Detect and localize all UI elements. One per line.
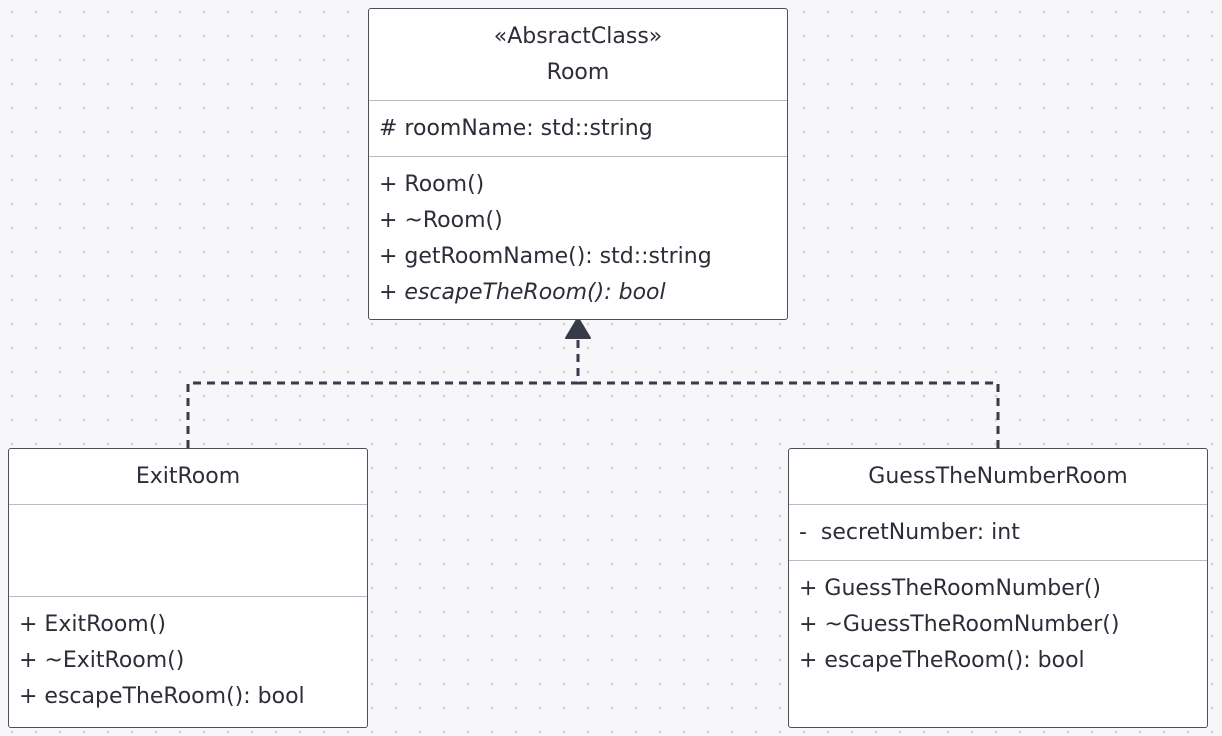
operation: + escapeTheRoom(): bool [799,648,1085,673]
operation: + escapeTheRoom(): bool [19,684,305,709]
attributes-compartment: - secretNumber: int [789,505,1207,561]
operation: + ExitRoom() [19,612,166,637]
operation: + ~GuessTheRoomNumber() [799,612,1120,637]
operation: + GuessTheRoomNumber() [799,576,1101,601]
class-name: GuessTheNumberRoom [868,463,1128,489]
operations-compartment: + ExitRoom() + ~ExitRoom() + escapeTheRo… [9,597,367,727]
operation: + ~Room() [379,208,503,233]
attributes-compartment [9,505,367,597]
operations-compartment: + Room() + ~Room() + getRoomName(): std:… [369,157,787,319]
class-header: ExitRoom [9,449,367,505]
operations-compartment: + GuessTheRoomNumber() + ~GuessTheRoomNu… [789,561,1207,727]
realization-connector-exitroom [186,338,580,448]
attributes-compartment: # roomName: std::string [369,101,787,157]
class-exitroom[interactable]: ExitRoom + ExitRoom() + ~ExitRoom() + es… [8,448,368,728]
class-header: «AbsractClass» Room [369,9,787,101]
class-stereotype: «AbsractClass» [493,23,663,49]
attribute: # roomName: std::string [379,116,653,141]
realization-connector-guessroom [578,381,1000,448]
operation: + ~ExitRoom() [19,648,185,673]
class-room[interactable]: «AbsractClass» Room # roomName: std::str… [368,8,788,320]
class-guessthenumberroom[interactable]: GuessTheNumberRoom - secretNumber: int +… [788,448,1208,728]
attribute: - secretNumber: int [799,520,1020,545]
realization-arrowhead [565,317,591,339]
class-name: ExitRoom [135,463,241,489]
class-name: Room [546,59,610,85]
class-header: GuessTheNumberRoom [789,449,1207,505]
abstract-operation: + escapeTheRoom(): bool [379,280,666,305]
operation: + getRoomName(): std::string [379,244,712,269]
operation: + Room() [379,172,485,197]
